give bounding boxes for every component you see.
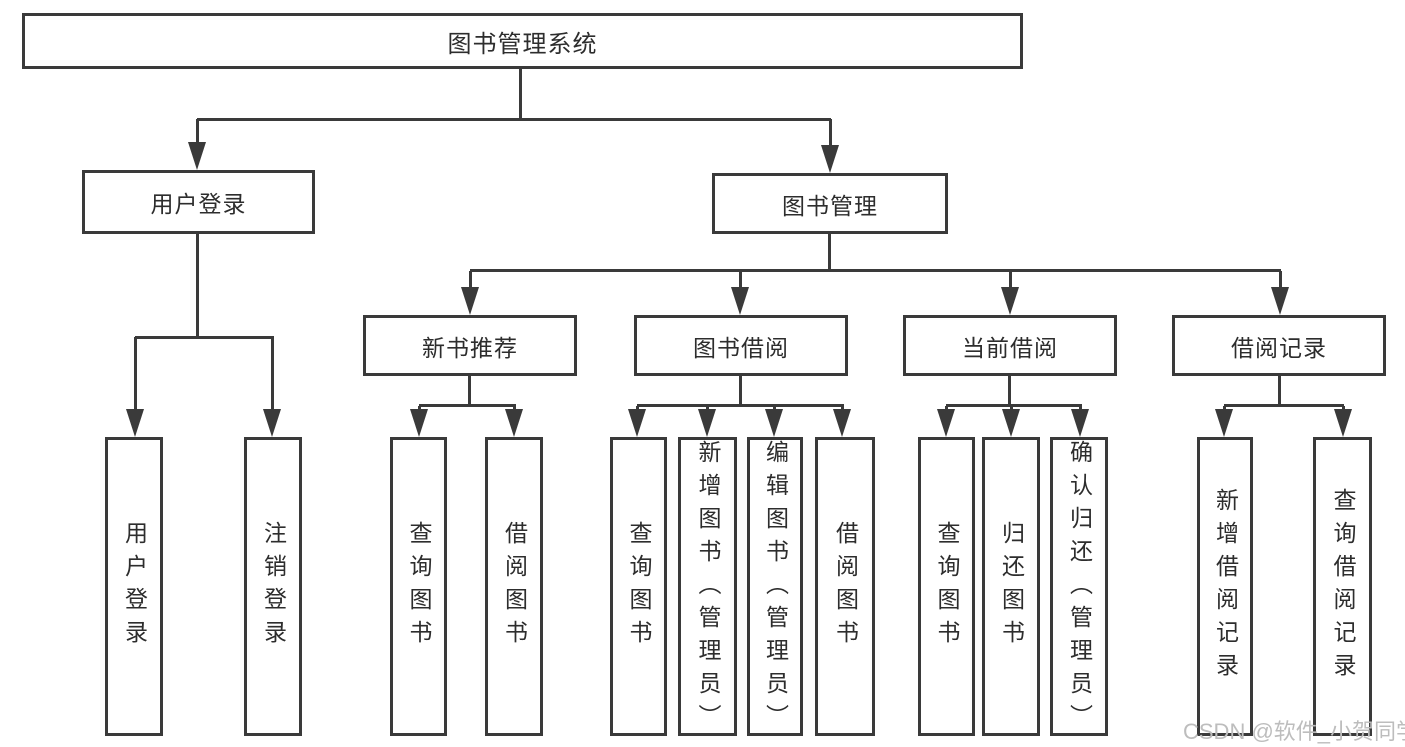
node-current-borrow-label: 当前借阅 (962, 334, 1058, 361)
node-user-login-label: 用户登录 (150, 191, 247, 217)
leaf-query-books-2-label: 查询图书 (626, 520, 652, 653)
leaf-query-books-3-label: 查询图书 (934, 520, 960, 653)
arrow-to-user-login (188, 119, 206, 170)
arrow-to-current-borrow (1001, 271, 1019, 315)
arrow-to-leaf-confirm-return-admin (1071, 406, 1089, 437)
arrow-to-leaf-query-books-3 (937, 406, 955, 437)
connector-book-borrow-branch (637, 404, 844, 407)
arrow-to-book-borrow (731, 271, 749, 315)
arrow-to-leaf-logout (263, 337, 281, 437)
arrow-to-leaf-borrow-books-1 (505, 406, 523, 437)
arrow-to-book-management (821, 119, 839, 173)
leaf-query-books-3: 查询图书 (918, 437, 975, 736)
arrow-to-leaf-add-book-admin (698, 406, 716, 437)
leaf-borrow-books-1-label: 借阅图书 (501, 520, 528, 653)
node-borrow-records: 借阅记录 (1172, 315, 1386, 376)
leaf-user-login-label: 用户登录 (121, 520, 148, 653)
arrow-to-new-book-recommend (461, 271, 479, 315)
leaf-query-borrow-record: 查询借阅记录 (1313, 437, 1372, 736)
leaf-edit-book-admin: 编辑图书（管理员） (747, 437, 803, 737)
leaf-query-books-2: 查询图书 (610, 437, 667, 736)
node-book-management: 图书管理 (712, 173, 948, 234)
node-current-borrow: 当前借阅 (903, 315, 1117, 376)
connector-borrow-records-branch (1224, 404, 1344, 407)
node-book-management-label: 图书管理 (782, 192, 878, 219)
leaf-query-borrow-record-label: 查询借阅记录 (1330, 487, 1356, 686)
node-borrow-records-label: 借阅记录 (1231, 334, 1327, 361)
leaf-borrow-books-2: 借阅图书 (815, 437, 875, 736)
leaf-add-book-admin-label: 新增图书（管理员） (695, 440, 721, 737)
node-user-login: 用户登录 (82, 170, 315, 234)
node-new-book-recommend-label: 新书推荐 (422, 334, 518, 361)
arrow-to-borrow-records (1271, 271, 1289, 315)
connector-root-branch (197, 118, 831, 121)
arrow-to-leaf-borrow-books-2 (833, 406, 851, 437)
csdn-watermark: CSDN @软件_小贺同学 (1183, 719, 1405, 744)
leaf-borrow-books-1: 借阅图书 (485, 437, 543, 736)
node-new-book-recommend: 新书推荐 (363, 315, 577, 376)
leaf-logout-label: 注销登录 (260, 520, 287, 653)
leaf-return-book-label: 归还图书 (998, 520, 1025, 653)
connector-user-login-stem (196, 233, 199, 338)
connector-new-book-recommend-stem (468, 374, 471, 407)
connector-current-borrow-branch (946, 404, 1082, 407)
arrow-to-leaf-return-book (1002, 406, 1020, 437)
arrow-to-leaf-add-borrow-record (1215, 406, 1233, 437)
connector-root-stem (519, 68, 522, 120)
arrow-to-leaf-query-books-2 (628, 406, 646, 437)
leaf-add-borrow-record: 新增借阅记录 (1197, 437, 1253, 736)
leaf-edit-book-admin-label: 编辑图书（管理员） (762, 440, 789, 737)
connector-user-login-branch (135, 336, 274, 339)
leaf-add-borrow-record-label: 新增借阅记录 (1212, 487, 1239, 686)
leaf-add-book-admin: 新增图书（管理员） (678, 437, 737, 737)
leaf-logout: 注销登录 (244, 437, 302, 736)
node-root-label: 图书管理系统 (447, 30, 598, 58)
arrow-to-leaf-query-books-1 (410, 406, 428, 437)
leaf-query-books-1-label: 查询图书 (406, 520, 432, 653)
connector-book-borrow-stem (739, 374, 742, 407)
connector-current-borrow-stem (1008, 375, 1011, 407)
leaf-borrow-books-2-label: 借阅图书 (832, 520, 859, 653)
leaf-user-login: 用户登录 (105, 437, 163, 736)
node-book-borrow-label: 图书借阅 (693, 334, 789, 361)
arrow-to-leaf-query-borrow-record (1334, 406, 1352, 437)
connector-new-book-recommend-branch (419, 404, 516, 407)
node-root: 图书管理系统 (22, 13, 1023, 69)
arrow-to-leaf-user-login (126, 337, 144, 437)
connector-borrow-records-stem (1278, 375, 1281, 407)
arrow-to-leaf-edit-book-admin (765, 406, 783, 437)
leaf-confirm-return-admin: 确认归还（管理员） (1050, 437, 1108, 737)
leaf-query-books-1: 查询图书 (390, 437, 447, 736)
leaf-confirm-return-admin-label: 确认归还（管理员） (1066, 440, 1093, 737)
leaf-return-book: 归还图书 (982, 437, 1040, 736)
node-book-borrow: 图书借阅 (634, 315, 848, 376)
connector-book-management-stem (828, 233, 831, 272)
connector-book-management-branch (470, 269, 1281, 272)
